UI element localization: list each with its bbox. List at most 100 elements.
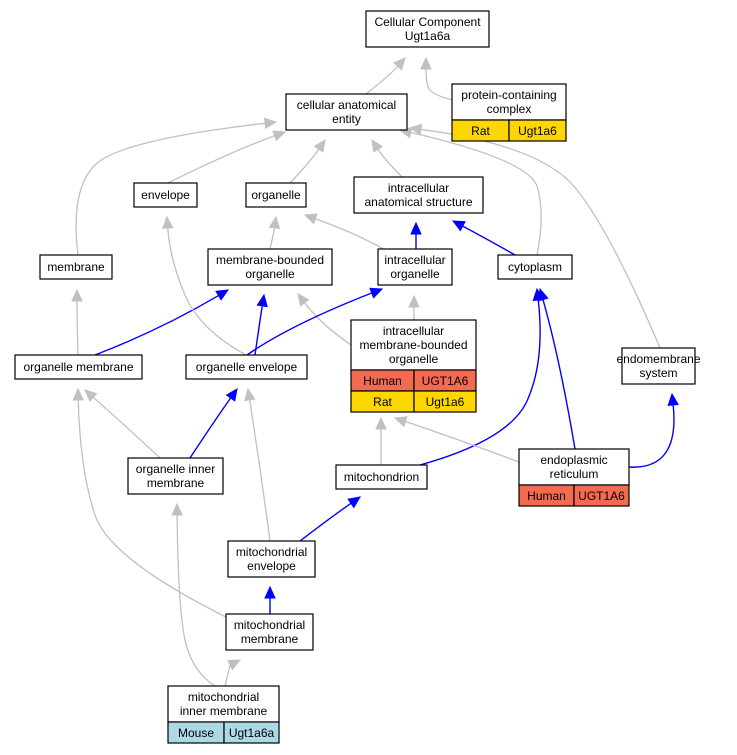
edge-part-of [189, 388, 238, 459]
node-label: membrane-bounded [359, 338, 467, 352]
edge-arrowhead [263, 117, 278, 130]
edge-arrowhead [225, 388, 238, 402]
node-label: mitochondrial [234, 618, 305, 632]
edge-is-a [297, 293, 352, 346]
node-organelle[interactable]: organelle [245, 182, 307, 208]
node-label: organelle [390, 267, 440, 281]
edge-arrowhead [371, 138, 384, 153]
node-label: intracellular [388, 181, 449, 195]
edge-arrowhead [451, 220, 466, 232]
edge-arrowhead [256, 293, 268, 308]
annotation-row: Human UGT1A6 [518, 484, 630, 507]
node-label: protein-containing [461, 88, 556, 102]
node-label: endoplasmic [540, 453, 607, 467]
edge-arrowhead [408, 294, 420, 308]
edge-arrowhead [71, 288, 83, 302]
edge-is-a [420, 56, 453, 101]
species-label: Human [363, 374, 402, 388]
edge-arrowhead [72, 387, 85, 401]
node-organelle-membrane[interactable]: organelle membrane [14, 354, 143, 380]
node-label: Ugt1a6a [405, 29, 451, 43]
edge-is-a [268, 215, 281, 250]
edge-arrowhead [264, 585, 276, 599]
gene-label: Ugt1a6 [426, 395, 465, 409]
node-label: cytoplasm [508, 260, 562, 274]
species-label: Human [527, 489, 566, 503]
node-intracellular-membrane-bounded-organelle[interactable]: intracellularmembrane-boundedorganelleHu… [350, 319, 477, 413]
edge-arrowhead [244, 387, 256, 402]
node-label: mitochondrial [236, 545, 307, 559]
node-label: organelle [245, 267, 295, 281]
edge-is-a [224, 659, 242, 687]
edge-is-a [75, 117, 278, 256]
node-cytoplasm[interactable]: cytoplasm [497, 254, 573, 280]
edge-is-a [408, 294, 420, 321]
edge-part-of [451, 220, 516, 256]
species-label: Rat [373, 395, 392, 409]
edge-arrowhead [272, 130, 287, 142]
node-label: organelle membrane [23, 360, 133, 374]
nodes-layer: Cellular ComponentUgt1a6aprotein-contain… [14, 10, 701, 744]
node-label: membrane [147, 476, 205, 490]
node-organelle-envelope[interactable]: organelle envelope [185, 354, 308, 380]
node-label: Cellular Component [374, 15, 481, 29]
node-label: entity [332, 112, 361, 126]
edge-is-a [393, 416, 520, 463]
edge-part-of [410, 221, 422, 250]
node-label: organelle envelope [196, 360, 298, 374]
edge-is-a [72, 387, 233, 621]
node-label: organelle inner [136, 462, 215, 476]
edge-arrowhead [297, 293, 310, 307]
node-mitochondrion[interactable]: mitochondrion [335, 464, 428, 490]
species-label: Rat [471, 124, 490, 138]
node-label: membrane [241, 632, 299, 646]
edge-arrowhead [171, 502, 183, 516]
gene-label: UGT1A6 [578, 489, 625, 503]
node-label: organelle [251, 188, 301, 202]
node-label: intracellular [383, 324, 444, 338]
node-label: reticulum [550, 467, 599, 481]
node-label: anatomical structure [364, 195, 472, 209]
edge-part-of [94, 289, 230, 356]
edges-layer [71, 56, 679, 687]
edge-arrowhead [313, 139, 326, 153]
gene-label: Ugt1a6a [229, 726, 275, 740]
edge-part-of [264, 585, 276, 614]
node-label: cellular anatomical [297, 98, 396, 112]
edge-is-a [365, 57, 406, 95]
edge-arrowhead [227, 659, 242, 671]
edge-arrowhead [420, 56, 432, 70]
edge-arrowhead [215, 289, 230, 301]
node-label: system [639, 366, 677, 380]
node-label: organelle [389, 352, 439, 366]
edge-part-of [628, 392, 679, 468]
node-label: membrane [47, 260, 105, 274]
edge-is-a [244, 387, 271, 542]
node-envelope[interactable]: envelope [133, 182, 198, 208]
node-label: mitochondrion [344, 470, 419, 484]
node-label: mitochondrial [188, 690, 259, 704]
edge-is-a [84, 389, 161, 459]
edge-arrowhead [393, 57, 406, 71]
node-label: envelope [141, 188, 190, 202]
edge-is-a [71, 288, 83, 356]
edge-is-a [371, 138, 403, 178]
node-membrane[interactable]: membrane [39, 254, 113, 280]
edge-arrowhead [537, 287, 549, 302]
edge-part-of [537, 287, 576, 450]
